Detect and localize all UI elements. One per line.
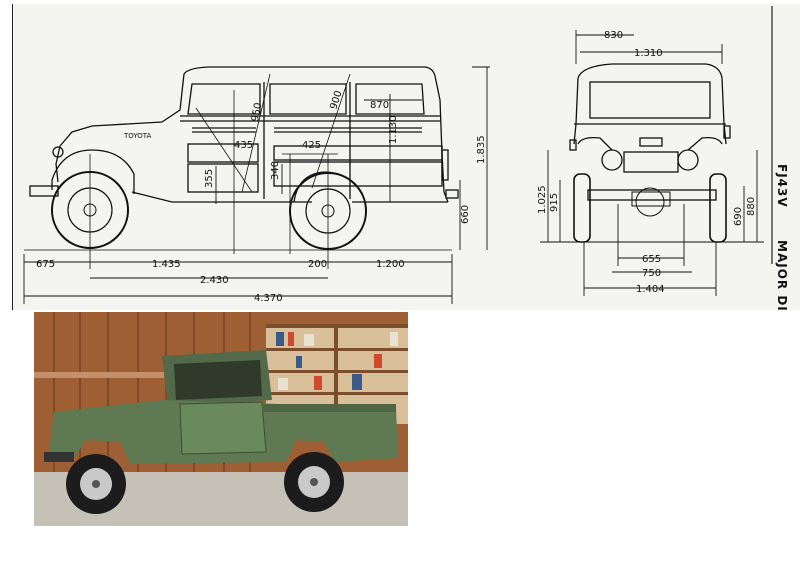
hood-emblem: TOYOTA — [123, 132, 152, 140]
dim-axle-height: 690 — [733, 207, 744, 226]
side-vertical-dims — [215, 66, 490, 250]
dim-tread-inner: 750 — [642, 268, 661, 279]
dim-overall-height: 1.835 — [476, 135, 487, 164]
truck-wheels — [66, 452, 344, 514]
side-view — [29, 66, 459, 203]
dim-wheelbase: 2.430 — [200, 275, 229, 286]
dim-fender-height: 880 — [746, 197, 757, 216]
dim-overall-length: 4.370 — [254, 293, 283, 304]
construction-lines — [24, 73, 452, 269]
dim-rear-seat-length: 425 — [302, 140, 321, 151]
dim-windshield-diag: 950 — [250, 102, 264, 123]
dim-rear-section: 1.200 — [376, 259, 405, 270]
front-dims — [540, 30, 764, 296]
dim-overall-width: 1.404 — [636, 284, 665, 295]
dim-front-seat-height: 355 — [204, 169, 215, 188]
dim-mirror-width: 830 — [604, 30, 623, 41]
dim-floor-height: 660 — [460, 205, 471, 224]
dim-bumper-height: 915 — [549, 193, 560, 212]
model-code-label: FJ43V — [775, 164, 789, 208]
dim-bench-offset: 200 — [308, 259, 327, 270]
front-view — [569, 63, 731, 201]
dim-rear-window-diag: 900 — [328, 89, 344, 111]
blueprint-sheet: TOYOTA — [12, 4, 800, 310]
dim-rear-seat-height: 340 — [270, 161, 281, 180]
dim-roof-width: 1.310 — [634, 48, 663, 59]
dim-body-height: 1.130 — [388, 115, 399, 144]
dim-front-to-door: 1.435 — [152, 259, 181, 270]
truck-photo — [34, 312, 408, 526]
dim-front-overhang: 675 — [36, 259, 55, 270]
dim-frame-width: 655 — [642, 254, 661, 265]
blueprint-drawing: TOYOTA — [12, 4, 789, 310]
dim-headlight-height: 1.025 — [537, 185, 548, 214]
side-horizontal-dims — [23, 99, 453, 304]
front-wheels — [573, 173, 727, 243]
truck-body — [44, 350, 398, 464]
dim-rear-window-width: 870 — [370, 100, 389, 111]
dim-front-seat-length: 435 — [234, 140, 253, 151]
heading-label: MAJOR DI — [775, 240, 789, 310]
